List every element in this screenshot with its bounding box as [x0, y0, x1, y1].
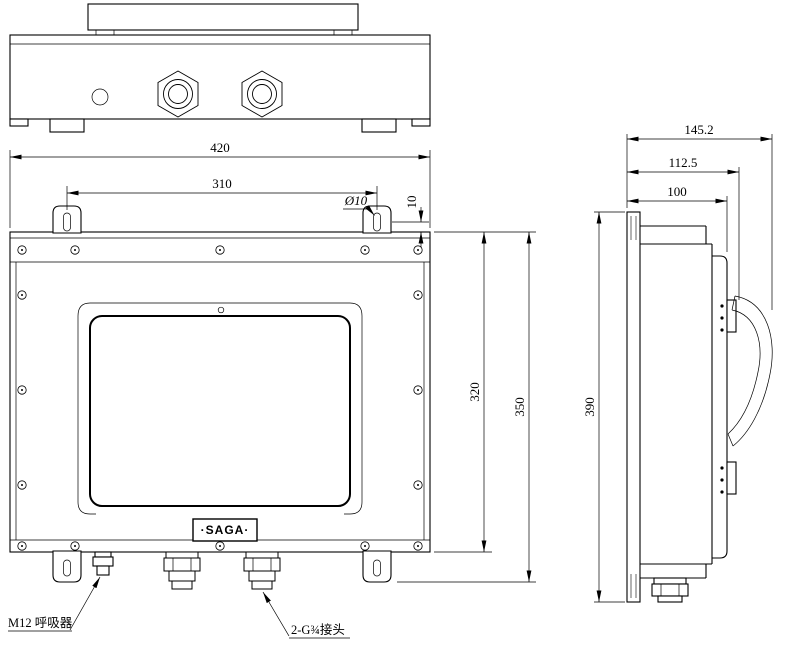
side-door-profile	[712, 255, 728, 559]
brand-plate	[192, 518, 258, 542]
dim-depth-mid-text: 112.5	[669, 155, 698, 170]
cable-gland-front-1	[163, 551, 201, 590]
window-screw	[217, 306, 225, 314]
brand-label: ·SAGA·	[201, 523, 250, 537]
callouts: M12 呼吸器 2-G¾接头	[8, 576, 350, 639]
mount-foot-left	[49, 118, 85, 133]
mount-ear-bottom-right	[362, 550, 392, 583]
dim-hole-offset: 10	[404, 196, 424, 247]
dim-side-height-text: 390	[582, 397, 597, 417]
dim-overall-height-text: 350	[512, 397, 527, 417]
cable-gland-side	[651, 577, 689, 603]
breather-callout-text: M12 呼吸器	[8, 616, 73, 630]
dim-hole-diameter-text: Ø10	[344, 193, 368, 208]
breather-top	[91, 88, 109, 106]
cable-gland-front-2	[243, 551, 281, 590]
mount-slot-top-left	[63, 212, 71, 232]
front-view: ·SAGA·	[9, 205, 431, 590]
dim-depth-body-text: 100	[667, 184, 687, 199]
lid-foot-right	[333, 29, 353, 36]
corner-step-left	[9, 118, 29, 127]
dim-hole-spacing-text: 310	[212, 176, 232, 191]
extension-lines-front	[9, 150, 536, 583]
dim-width-text: 420	[210, 140, 230, 155]
slot-edge-lines	[630, 216, 637, 598]
corner-step-right	[411, 118, 431, 127]
front-dimensions: 420 310 10 Ø10 320 350	[9, 140, 536, 583]
glands-callout-text: 2-G¾接头	[291, 622, 345, 637]
extension-lines-side	[594, 134, 773, 603]
dim-hole-diameter: Ø10	[343, 193, 375, 216]
back-mounting-plate	[626, 211, 641, 603]
mount-slot-bottom-left	[63, 559, 71, 577]
mount-slot-top-right	[373, 212, 381, 232]
breather-callout: M12 呼吸器	[8, 576, 101, 632]
dim-depth-overall: 145.2	[627, 122, 772, 142]
dim-depth-mid: 112.5	[627, 155, 739, 175]
body-inner-lines	[10, 237, 430, 541]
side-dimensions: 145.2 112.5 100 390	[582, 122, 773, 603]
dim-overall-height: 350	[512, 232, 532, 582]
lid-top	[87, 3, 359, 31]
hinge-screw-dots	[720, 304, 724, 494]
mount-ear-top-right	[362, 205, 392, 234]
hinge-block-top	[726, 299, 737, 333]
dim-depth-body: 100	[627, 184, 727, 204]
mount-ear-bottom-left	[52, 550, 82, 583]
mount-ear-top-left	[52, 205, 82, 234]
dim-body-height: 320	[467, 232, 487, 552]
dim-hole-spacing: 310	[67, 176, 377, 196]
lid-foot-left	[95, 29, 115, 36]
side-bottom-flange	[640, 563, 712, 579]
glands-callout: 2-G¾接头	[262, 591, 350, 639]
cable-gland-top-1	[157, 70, 199, 118]
top-view	[9, 3, 431, 133]
viewing-window	[89, 315, 351, 507]
enclosure-body	[9, 231, 431, 553]
top-body	[9, 34, 431, 120]
cable-bend	[727, 295, 773, 447]
breather-fitting	[92, 551, 114, 576]
hinge-block-bottom	[726, 461, 737, 495]
mount-foot-right	[361, 118, 397, 133]
cable-gland-top-2	[241, 70, 283, 118]
dim-hole-offset-text: 10	[404, 196, 419, 209]
side-top-flange	[640, 225, 712, 245]
dim-side-height: 390	[582, 212, 602, 602]
side-view	[626, 211, 773, 603]
dim-width: 420	[10, 140, 430, 160]
dim-body-height-text: 320	[467, 382, 482, 402]
dim-depth-overall-text: 145.2	[684, 122, 713, 137]
window-frame-outer	[77, 302, 363, 515]
mount-slot-bottom-right	[373, 559, 381, 577]
